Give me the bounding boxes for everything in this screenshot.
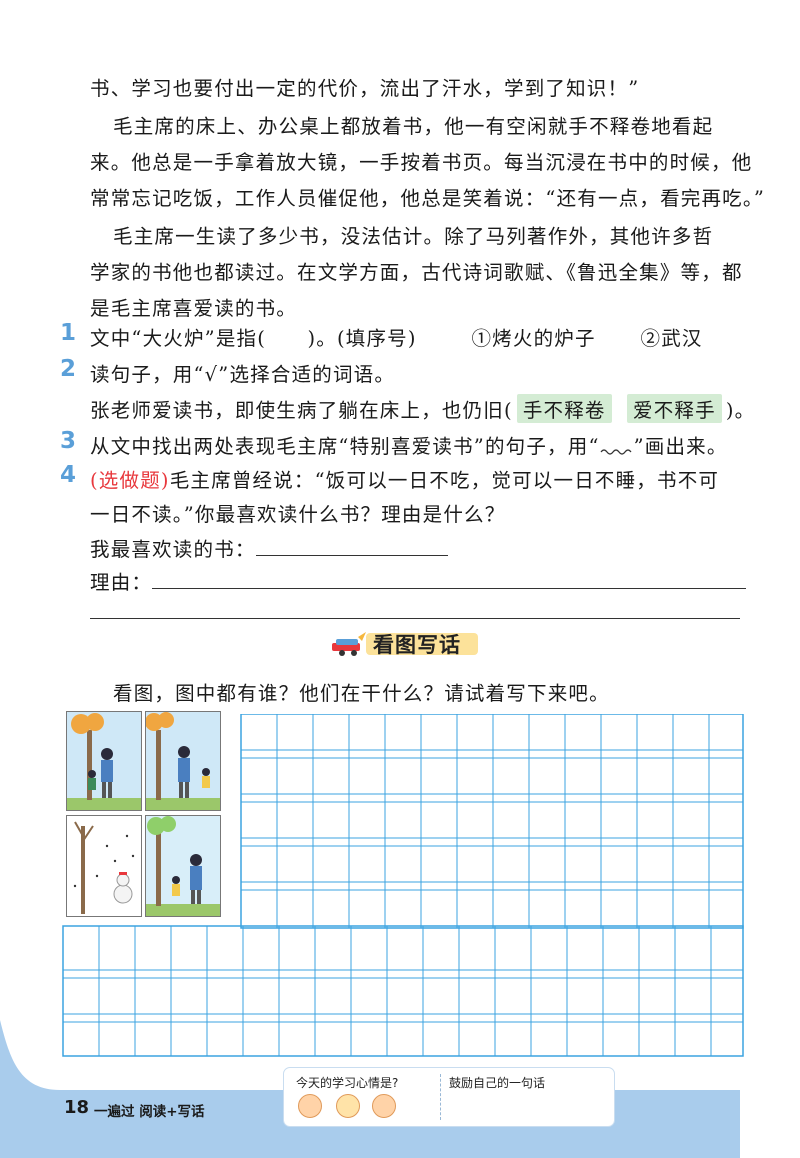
reason-blank[interactable]: [152, 570, 747, 589]
option-1: ①烤火的炉子: [471, 327, 596, 350]
question-1-text: 文中“大火炉”是指( )。(填序号): [90, 327, 417, 350]
writing-grid[interactable]: [62, 714, 744, 1058]
laugh-face-icon[interactable]: [372, 1094, 396, 1118]
favorite-book-label: 我最喜欢读的书：: [90, 538, 256, 561]
favorite-book-row: 我最喜欢读的书：: [90, 533, 448, 562]
option-2: ②武汉: [640, 327, 703, 350]
passage-line: 毛主席一生读了多少书，没法估计。除了马列著作外，其他许多哲: [113, 225, 714, 248]
question-1: 文中“大火炉”是指( )。(填序号) ①烤火的炉子 ②武汉: [90, 322, 703, 351]
section-title: 看图写话: [373, 633, 461, 657]
encourage-label: 鼓励自己的一句话: [449, 1076, 546, 1090]
brand-label: 一遍过 阅读+写话: [94, 1104, 205, 1120]
choice-option[interactable]: 爱不释手: [627, 394, 722, 423]
comic-panel-image: [67, 712, 141, 810]
comic-panel-image: [146, 816, 220, 916]
question-number: 2: [60, 356, 77, 382]
question-number: 1: [60, 320, 77, 346]
reason-row: 理由：: [90, 566, 747, 595]
question-number: 4: [60, 462, 77, 488]
passage-line: 常常忘记吃饭，工作人员催促他，他总是笑着说：“还有一点，看完再吃。”: [90, 187, 765, 210]
question-4-text: (选做题)毛主席曾经说：“饭可以一日不吃，觉可以一日不睡，书不可: [90, 469, 720, 492]
smile-face-icon[interactable]: [336, 1094, 360, 1118]
comic-panel-image: [146, 712, 220, 810]
pencil-icon: [332, 632, 366, 656]
page-number: 18: [64, 1097, 90, 1118]
passage-line: 是毛主席喜爱读的书。: [90, 297, 298, 320]
picture-panel: [66, 711, 142, 811]
picture-panel: [145, 815, 221, 917]
question-2-sentence: 张老师爱读书，即使生病了躺在床上，也仍旧(手不释卷 爱不释手)。: [90, 394, 755, 423]
question-number: 3: [60, 428, 77, 454]
wavy-line-icon: [600, 449, 632, 455]
section-prompt: 看图，图中都有谁？他们在干什么？请试着写下来吧。: [113, 682, 610, 705]
picture-panel: [66, 815, 142, 917]
reason-label: 理由：: [90, 571, 153, 594]
optional-tag: (选做题): [90, 469, 170, 492]
passage-line: 毛主席的床上、办公桌上都放着书，他一有空闲就手不释卷地看起: [113, 115, 714, 138]
passage-line: 来。他总是一手拿着放大镜，一手按着书页。每当沉浸在书中的时候，他: [90, 151, 753, 174]
sad-face-icon[interactable]: [298, 1094, 322, 1118]
passage-line: 学家的书他也都读过。在文学方面，古代诗词歌赋、《鲁迅全集》等，都: [90, 261, 743, 284]
mood-question: 今天的学习心情是?: [296, 1076, 399, 1090]
answer-line[interactable]: [90, 618, 740, 619]
section-banner: 看图写话: [328, 627, 478, 659]
question-3-text: 从文中找出两处表现毛主席“特别喜爱读书”的句子，用“”画出来。: [90, 435, 728, 458]
question-4-text: 一日不读。”你最喜欢读什么书？理由是什么？: [90, 503, 506, 526]
passage-line: 书、学习也要付出一定的代价，流出了汗水，学到了知识！”: [90, 77, 640, 100]
choice-option[interactable]: 手不释卷: [516, 394, 612, 423]
favorite-book-blank[interactable]: [255, 537, 448, 556]
question-2-text: 读句子，用“√”选择合适的词语。: [90, 363, 396, 386]
picture-panel: [145, 711, 221, 811]
comic-panel-image: [67, 816, 141, 916]
mood-panel: 今天的学习心情是? 鼓励自己的一句话: [283, 1067, 615, 1127]
